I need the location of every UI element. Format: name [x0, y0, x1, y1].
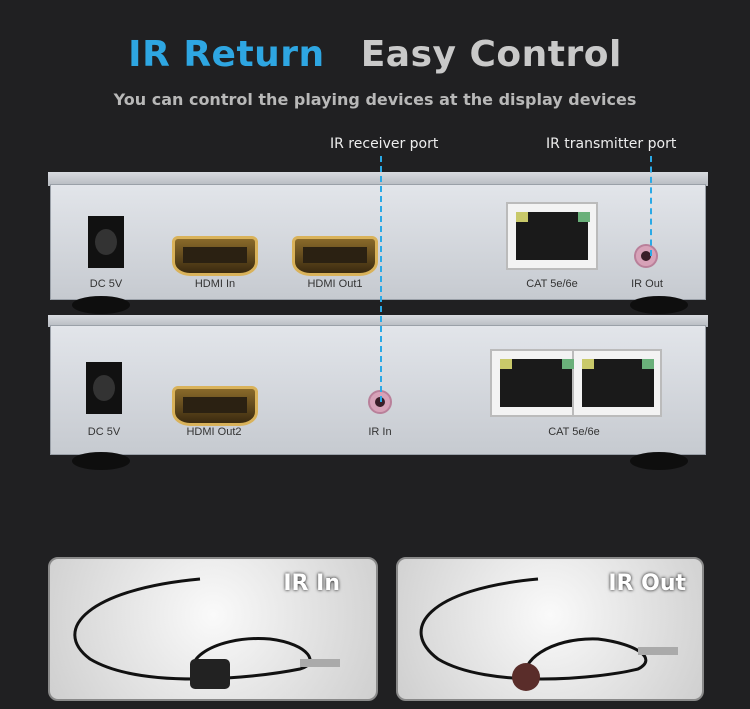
subtitle: You can control the playing devices at t… — [113, 90, 637, 109]
ir-emitter-cable-image — [419, 577, 678, 691]
ir-in-label: IR In — [283, 571, 340, 596]
hdmi-in-port — [172, 236, 258, 276]
foot — [72, 296, 130, 314]
ir-out-label: IR Out — [608, 571, 686, 596]
port-label: CAT 5e/6e — [526, 278, 578, 290]
port-label: HDMI In — [194, 278, 236, 290]
title-main: Easy Control — [360, 34, 622, 75]
rj45-port — [506, 202, 598, 270]
foot — [72, 452, 130, 470]
ir-receiver-callout: IR receiver port — [330, 136, 439, 152]
ir-transmitter-pointer — [650, 156, 652, 256]
hdmi-out2-port — [172, 386, 258, 426]
foot — [630, 296, 688, 314]
hdmi-out1-port — [292, 236, 378, 276]
ir-out-jack — [634, 244, 658, 268]
ir-receiver-pointer — [380, 156, 382, 402]
port-label: HDMI Out2 — [186, 426, 242, 438]
rj45-port — [572, 349, 662, 417]
title-accent: IR Return — [128, 34, 325, 75]
foot — [630, 452, 688, 470]
ir-receiver-cable-image — [73, 577, 340, 689]
rj45-port — [490, 349, 582, 417]
bottom-unit-lid — [48, 315, 708, 327]
dc-power-port — [88, 216, 124, 268]
ir-out-cable-panel: IR Out — [396, 557, 704, 701]
port-label: CAT 5e/6e — [548, 426, 600, 438]
port-label: DC 5V — [87, 426, 121, 438]
port-label: IR In — [368, 426, 392, 438]
top-unit-lid — [48, 172, 708, 186]
port-label: HDMI Out1 — [307, 278, 363, 290]
ir-transmitter-callout: IR transmitter port — [546, 136, 677, 152]
ir-in-cable-panel: IR In — [48, 557, 378, 701]
port-label: DC 5V — [89, 278, 123, 290]
page-title: IR Return Easy Control — [0, 34, 750, 75]
port-label: IR Out — [631, 278, 663, 290]
dc-power-port — [86, 362, 122, 414]
